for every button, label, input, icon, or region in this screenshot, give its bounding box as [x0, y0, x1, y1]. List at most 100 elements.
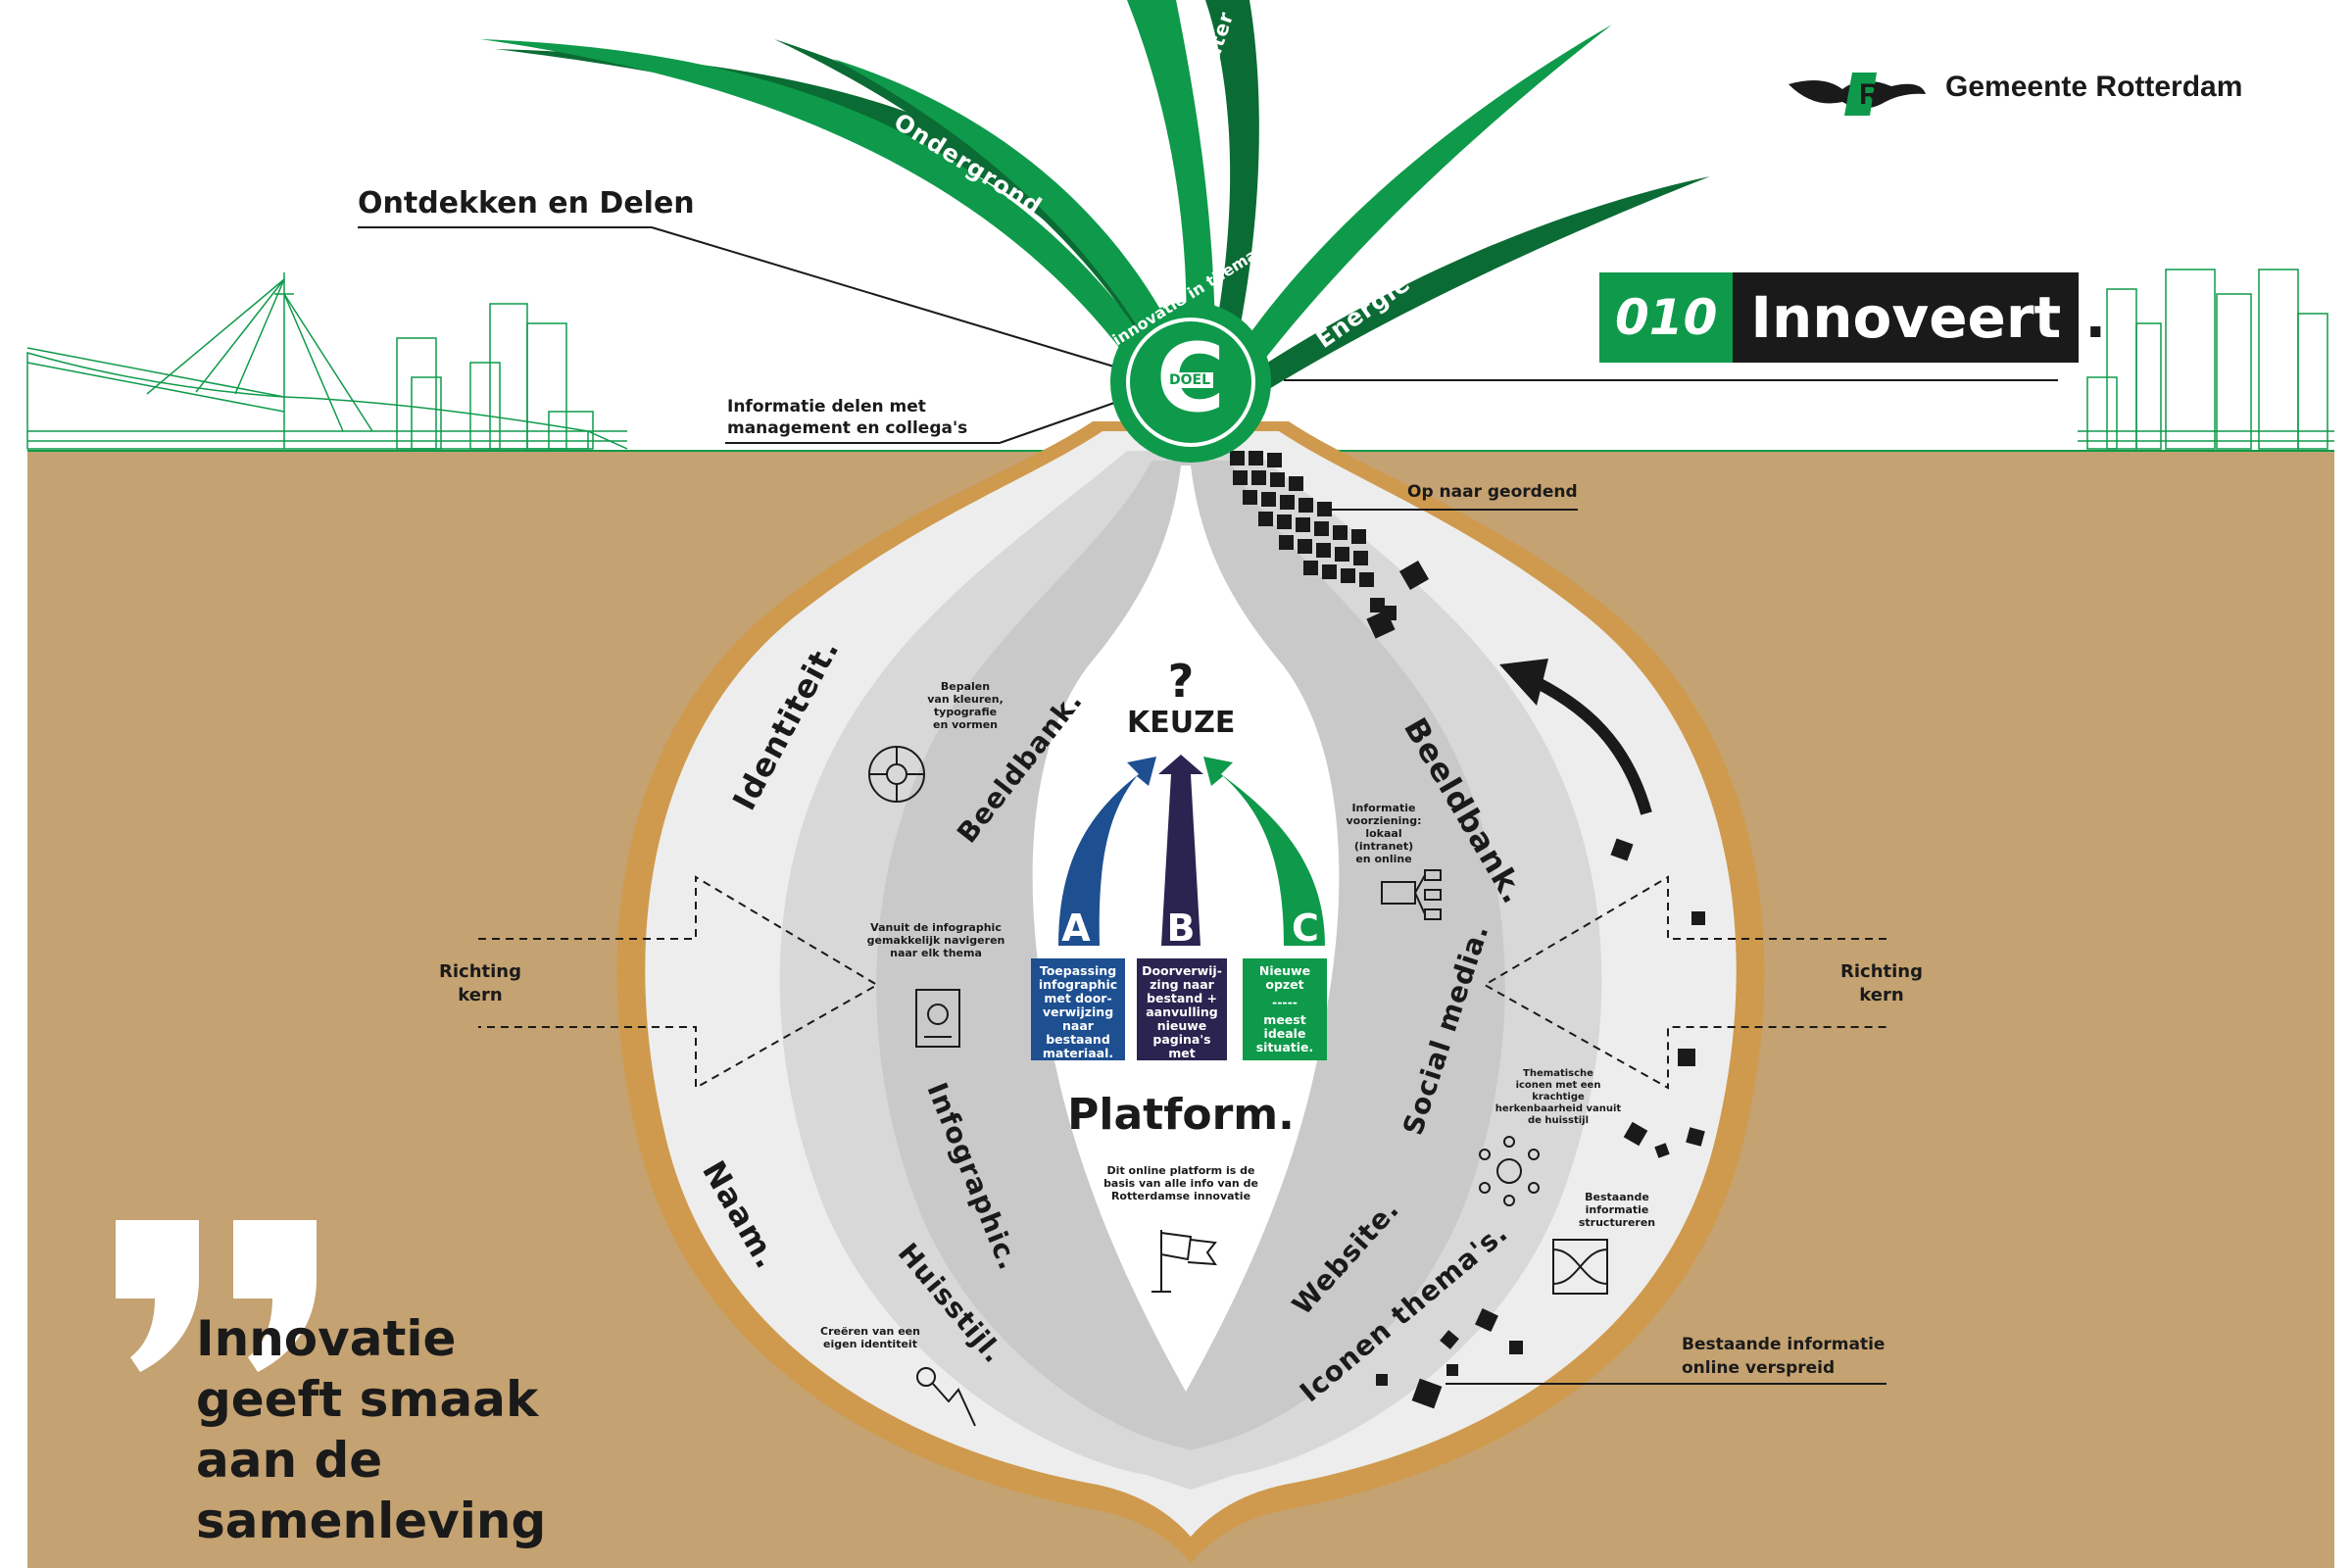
note-thematische-4: herkenbaarheid vanuit — [1494, 1103, 1622, 1114]
direction-left-line1: Richting — [439, 961, 521, 982]
map-pin-icon — [916, 1367, 976, 1427]
option-b-line1: Doorverwij- — [1142, 963, 1222, 978]
callout-scattered-line1: Bestaande informatie — [1682, 1335, 1886, 1354]
option-b-line5: nieuwe — [1156, 1018, 1207, 1033]
flag-icon — [1152, 1230, 1217, 1293]
callout-share: Informatie delen met management en colle… — [727, 396, 967, 439]
ordered-squares — [1230, 451, 1430, 639]
option-b-line6: pagina's met — [1152, 1032, 1211, 1060]
platform-description: Dit online platform is de basis van alle… — [1093, 1164, 1269, 1202]
note-structureren-3: structureren — [1578, 1216, 1656, 1229]
note-identiteit-creeren: Creëren van een eigen identiteit — [811, 1325, 929, 1350]
skyline-right — [2078, 269, 2334, 450]
arrow-b — [1158, 755, 1203, 946]
note-structureren-1: Bestaande — [1585, 1191, 1649, 1203]
badge-innoveert: Innoveert — [1733, 272, 2080, 363]
note-navigeren: Vanuit de infographic gemakkelijk navige… — [862, 921, 1009, 959]
note-thematische-2: iconen met een — [1515, 1080, 1601, 1091]
option-a-line7: materiaal. — [1042, 1046, 1114, 1060]
arrow-c — [1203, 757, 1325, 946]
quote-mark — [116, 1220, 331, 1377]
note-voorziening-2: voorziening: — [1346, 814, 1422, 827]
network-diagram-icon — [1381, 869, 1442, 920]
badge-010: 010 — [1599, 272, 1734, 363]
note-kleuren-4: en vormen — [932, 718, 999, 731]
option-a-box: Toepassing infographic met door- verwijz… — [1031, 958, 1125, 1060]
platform-desc-3: Rotterdamse innovatie — [1110, 1190, 1251, 1202]
ordering-arrow — [1521, 670, 1652, 815]
quote-line2: geeft smaak — [196, 1371, 539, 1428]
note-voorziening: Informatie voorziening: lokaal (intranet… — [1335, 802, 1433, 865]
option-b-line3: bestand + — [1147, 991, 1217, 1005]
note-identiteit-1: Creëren van een — [820, 1325, 920, 1338]
note-kleuren-2: van kleuren, — [927, 693, 1004, 706]
callout-share-line2: management en collega's — [727, 418, 968, 438]
note-kleuren: Bepalen van kleuren, typografie en vorme… — [911, 680, 1019, 731]
callout-scattered: Bestaande informatie online verspreid — [1682, 1333, 1885, 1380]
option-c-line5: situatie. — [1255, 1040, 1314, 1054]
quote-line1: Innovatie — [196, 1310, 457, 1367]
brand-name: Gemeente Rotterdam — [1945, 71, 2243, 103]
note-thematische-3: krachtige — [1532, 1092, 1585, 1102]
note-thematische: Thematische iconen met een krachtige her… — [1494, 1068, 1622, 1127]
option-c-letter: C — [1292, 906, 1319, 950]
infographic-doc-icon — [915, 989, 960, 1048]
option-b-line7: iconen. — [1156, 1059, 1207, 1074]
option-c-line3: ----- — [1272, 995, 1298, 1009]
note-thematische-1: Thematische — [1523, 1068, 1593, 1079]
note-kleuren-3: typografie — [933, 706, 998, 718]
note-voorziening-1: Informatie — [1351, 802, 1416, 814]
arrow-a — [1058, 757, 1156, 946]
option-a-letter: A — [1061, 906, 1091, 950]
note-navigeren-1: Vanuit de infographic — [870, 921, 1002, 934]
direction-left — [478, 875, 879, 1090]
option-b-line4: aanvulling — [1146, 1004, 1218, 1019]
quote-line3: aan de — [196, 1432, 383, 1489]
innoveert-badge: 010 Innoveert . — [1599, 272, 2106, 363]
rotterdam-lion-icon: R — [1788, 73, 1926, 116]
callout-ordered: Op naar geordend — [1407, 482, 1578, 502]
note-thematische-5: de huisstijl — [1527, 1115, 1590, 1126]
svg-text:R: R — [1859, 78, 1881, 111]
platform-desc-2: basis van alle info van de — [1103, 1177, 1258, 1190]
option-a-line6: bestaand — [1046, 1032, 1110, 1047]
note-structureren-2: informatie — [1585, 1203, 1649, 1216]
direction-left-label: Richting kern — [439, 960, 521, 1007]
question-mark: ? — [1167, 655, 1195, 708]
option-a-line2: infographic — [1038, 977, 1118, 992]
note-kleuren-1: Bepalen — [940, 680, 991, 693]
quote-text: Innovatie geeft smaak aan de samenleving — [196, 1308, 546, 1551]
option-c-box: Nieuwe opzet ----- meest ideale situatie… — [1243, 958, 1327, 1060]
option-a-line4: verwijzing — [1042, 1004, 1114, 1019]
note-voorziening-4: en online — [1355, 853, 1412, 865]
platform-title: Platform. — [1067, 1090, 1295, 1140]
note-navigeren-3: naar elk thema — [890, 947, 982, 959]
palette-icon — [868, 746, 925, 803]
option-c-line2: opzet — [1265, 977, 1304, 992]
direction-right-label: Richting kern — [1840, 960, 1923, 1007]
badge-dot: . — [2084, 284, 2107, 351]
callout-ontdekken: Ontdekken en Delen — [358, 186, 695, 220]
callout-share-line1: Informatie delen met — [727, 397, 926, 416]
option-b-box: Doorverwij- zing naar bestand + aanvulli… — [1137, 958, 1227, 1074]
hub-icon — [1479, 1136, 1540, 1206]
structure-icon — [1552, 1239, 1608, 1295]
doel-label: DOEL — [1166, 372, 1214, 388]
note-identiteit-2: eigen identiteit — [823, 1338, 917, 1350]
scattered-squares — [1376, 838, 1705, 1409]
note-voorziening-3: lokaal (intranet) — [1353, 827, 1414, 853]
direction-right-line2: kern — [1859, 985, 1904, 1005]
quote-mark-icon — [116, 1220, 317, 1372]
note-structureren: Bestaande informatie structureren — [1568, 1191, 1666, 1229]
option-a-line5: naar — [1062, 1018, 1094, 1033]
note-navigeren-2: gemakkelijk navigeren — [866, 934, 1005, 947]
option-a-line1: Toepassing — [1039, 963, 1117, 978]
quote-line4: samenleving — [196, 1493, 547, 1549]
keuze-title: KEUZE — [1127, 706, 1236, 740]
direction-right-line1: Richting — [1840, 961, 1923, 982]
callout-scattered-line2: online verspreid — [1682, 1358, 1836, 1378]
option-c-line1: Nieuwe — [1258, 963, 1311, 978]
skyline-left — [26, 272, 628, 450]
brand-logo: R — [1784, 65, 1931, 123]
